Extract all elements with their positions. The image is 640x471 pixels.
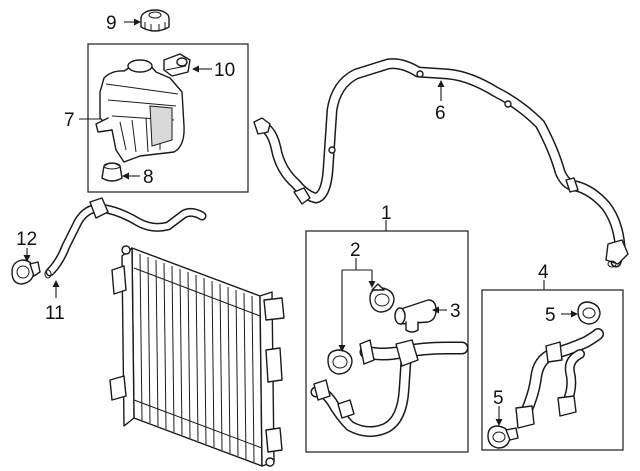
reservoir-grommet-part: [101, 162, 123, 182]
hose-clamp-upper-part: [369, 283, 395, 313]
callout-8: 8: [143, 167, 154, 188]
callout-2: 2: [350, 240, 361, 261]
callout-5-top: 5: [545, 305, 556, 326]
callout-7: 7: [64, 110, 75, 131]
callout-4: 4: [538, 262, 549, 283]
hose-clamp-lower-part: [327, 349, 353, 375]
leader-lines: [23, 18, 578, 426]
callout-9: 9: [106, 13, 117, 34]
callout-labels: 9 10 7 8 6 1 2 3 4 5 5 11 12: [16, 13, 556, 409]
hose-connector-part: [394, 299, 437, 333]
callout-5-bottom: 5: [493, 388, 504, 409]
reservoir-sensor-part: [163, 53, 191, 77]
lower-hose-assembly-box: [305, 230, 469, 453]
callout-11: 11: [45, 303, 65, 324]
radiator-part: [109, 245, 285, 467]
callout-10: 10: [214, 60, 235, 81]
lower-coolant-hose-part: [310, 339, 469, 437]
reservoir-assembly-box: [87, 43, 249, 193]
coolant-reservoir-part: [95, 59, 185, 163]
hose-clamp-top-right-part: [577, 301, 601, 325]
upper-coolant-hose-part: [253, 58, 629, 268]
reservoir-cap-part: [140, 9, 170, 32]
bypass-hose-part: [515, 328, 604, 429]
hose-clamp-bottom-right-part: [487, 425, 519, 449]
hose-clamp-small-part: [11, 259, 41, 285]
callout-3: 3: [450, 301, 461, 322]
callout-12: 12: [16, 229, 37, 250]
small-bypass-hose-part: [44, 197, 207, 279]
bypass-hose-assembly-box: [481, 289, 624, 451]
callout-6: 6: [435, 103, 446, 124]
callout-1: 1: [381, 203, 392, 224]
